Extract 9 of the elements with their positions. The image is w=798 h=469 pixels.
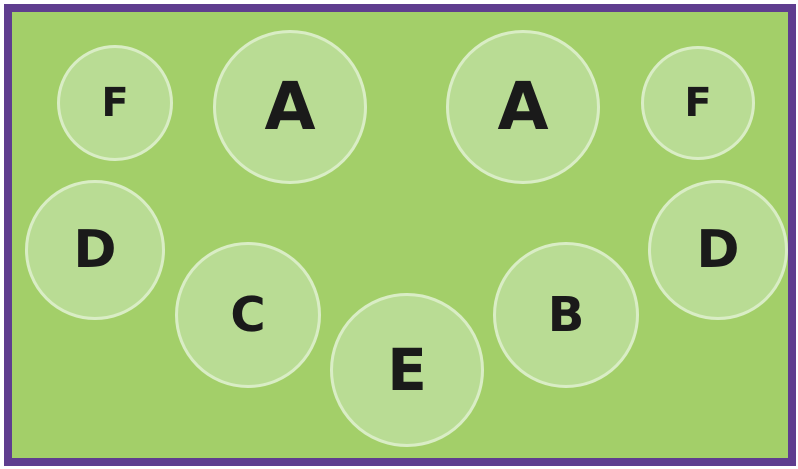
letter-label: D [696,224,740,276]
letter-label: F [684,83,712,123]
letter-label: D [73,224,117,276]
letter-label: A [497,74,549,140]
letter-label: C [230,291,266,339]
letter-label: E [387,341,427,399]
letter-label: F [101,83,129,123]
letter-label: B [548,291,584,339]
letter-label: A [264,74,316,140]
